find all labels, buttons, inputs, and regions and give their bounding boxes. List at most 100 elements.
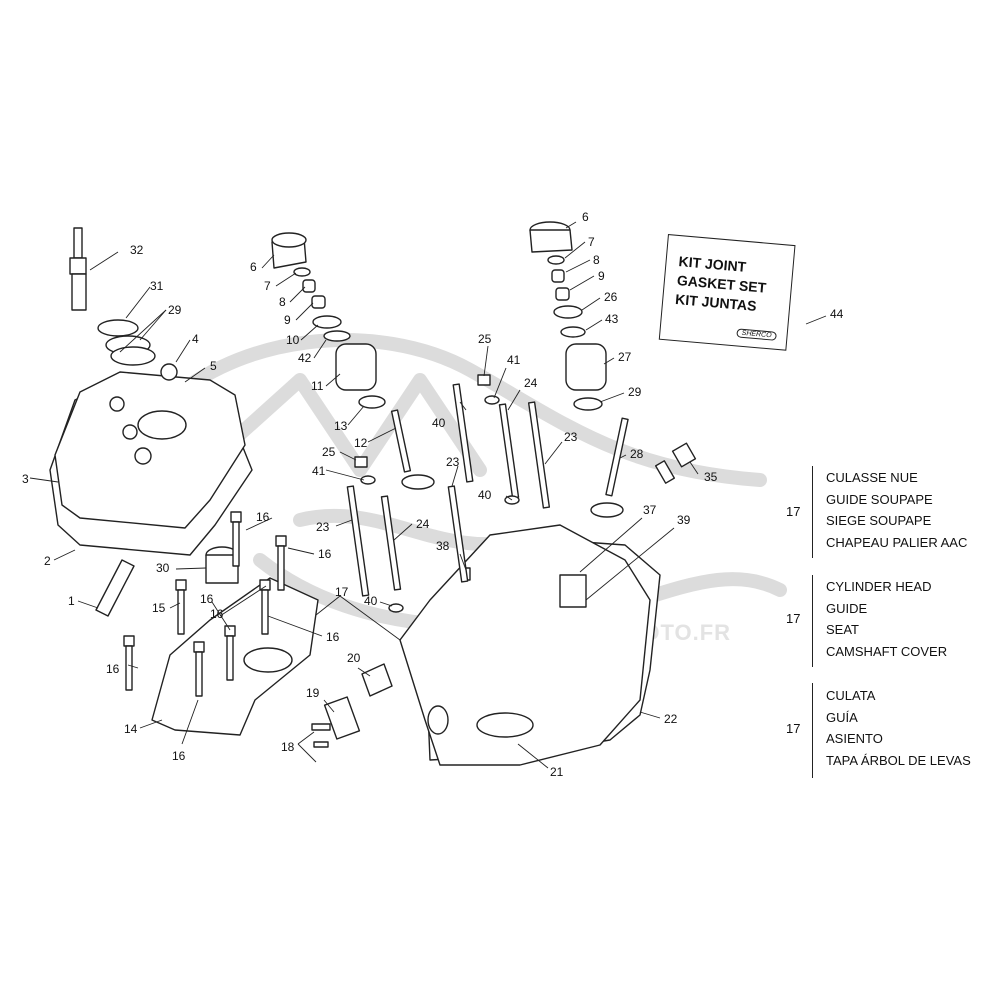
callout-36: 37 bbox=[643, 503, 657, 517]
legend-line: TAPA ÁRBOL DE LEVAS bbox=[826, 752, 971, 768]
legend-line: SIEGE SOUPAPE bbox=[826, 513, 932, 528]
exhaust-port bbox=[476, 712, 534, 738]
legend-french: 17 CULASSE NUE GUIDE SOUPAPE SIEGE SOUPA… bbox=[780, 466, 980, 558]
callout-40: 40 bbox=[432, 416, 446, 430]
callout-19: 19 bbox=[306, 686, 320, 700]
chain-tensioner bbox=[311, 663, 393, 748]
legend-number: 17 bbox=[786, 611, 801, 626]
callout-10: 10 bbox=[286, 333, 300, 347]
callout-1: 1 bbox=[68, 594, 75, 608]
callout-12: 12 bbox=[354, 436, 368, 450]
legend-line: CULASSE NUE bbox=[826, 470, 918, 485]
cover-plug-hole bbox=[137, 410, 187, 440]
callout-44: 44 bbox=[830, 307, 844, 321]
callout-7-left: 7 bbox=[264, 279, 271, 293]
callout-39-right: 40 bbox=[478, 488, 492, 502]
callout-27: 27 bbox=[618, 350, 632, 364]
callout-21: 21 bbox=[550, 765, 564, 779]
callout-35: 35 bbox=[704, 470, 718, 484]
gasket-kit-label: KIT JOINT GASKET SET KIT JUNTAS SHERCO bbox=[658, 234, 796, 351]
cylinder-head bbox=[399, 524, 651, 766]
callout-26: 26 bbox=[604, 290, 618, 304]
legend-number: 17 bbox=[786, 721, 801, 736]
legend-bracket bbox=[812, 683, 813, 778]
callout-42: 42 bbox=[298, 351, 312, 365]
valve-guide-boss bbox=[559, 574, 587, 608]
right-valve-train bbox=[529, 221, 629, 518]
callout-33: 32 bbox=[130, 243, 144, 257]
callout-6-right: 6 bbox=[582, 210, 589, 224]
callout-18: 18 bbox=[281, 740, 295, 754]
callout-9-left: 9 bbox=[284, 313, 291, 327]
callout-16-g: 16 bbox=[172, 749, 186, 763]
temperature-sensor bbox=[654, 442, 697, 484]
legend-line: GUIDE SOUPAPE bbox=[826, 491, 933, 507]
studs-and-nuts bbox=[346, 374, 551, 613]
callout-31: 30 bbox=[156, 561, 170, 575]
camshaft-cover bbox=[151, 577, 319, 736]
legend-line: CULATA bbox=[826, 688, 876, 703]
legend-bracket bbox=[812, 575, 813, 667]
callout-11: 11 bbox=[311, 379, 324, 393]
callout-29: 29 bbox=[628, 385, 642, 399]
callout-3: 3 bbox=[22, 472, 29, 486]
callout-20: 20 bbox=[347, 651, 361, 665]
legend-line: ASIENTO bbox=[826, 731, 883, 746]
callout-28: 28 bbox=[630, 447, 644, 461]
callout-22: 22 bbox=[664, 712, 678, 726]
cover-bolt-d bbox=[134, 447, 152, 465]
callout-37: 38 bbox=[436, 539, 450, 553]
legend-line: GUÍA bbox=[826, 709, 858, 725]
callout-41-left: 41 bbox=[312, 464, 326, 478]
callout-41-right: 41 bbox=[507, 353, 521, 367]
legend-lines: CYLINDER HEAD GUIDE SEAT CAMSHAFT COVER bbox=[826, 576, 947, 662]
callout-38: 39 bbox=[677, 513, 691, 527]
callout-13: 13 bbox=[334, 419, 348, 433]
legend-number: 17 bbox=[786, 504, 801, 519]
seal-30b bbox=[110, 346, 156, 366]
legend-lines: CULASSE NUE GUIDE SOUPAPE SIEGE SOUPAPE … bbox=[826, 467, 967, 553]
head-side-port bbox=[427, 705, 449, 735]
spark-plug bbox=[69, 227, 87, 311]
legend-line: GUIDE bbox=[826, 600, 868, 616]
callout-24-right: 24 bbox=[524, 376, 538, 390]
gasket-32 bbox=[97, 319, 139, 337]
left-valve-train bbox=[271, 232, 435, 490]
callout-24-left: 24 bbox=[416, 517, 430, 531]
callout-16-e: 16 bbox=[326, 630, 340, 644]
callout-39-left: 40 bbox=[364, 594, 378, 608]
callout-5: 5 bbox=[210, 359, 217, 373]
callout-2: 2 bbox=[44, 554, 51, 568]
leader-lines bbox=[29, 221, 827, 769]
legend-bracket bbox=[812, 466, 813, 558]
callout-23-left: 23 bbox=[316, 520, 330, 534]
callout-numbers: 32 31 29 4 5 3 2 1 6 7 8 9 10 42 11 13 1… bbox=[22, 210, 844, 779]
plate-1 bbox=[95, 559, 135, 617]
callout-4: 4 bbox=[192, 332, 199, 346]
callout-43: 43 bbox=[605, 312, 619, 326]
legend-line: CAMSHAFT COVER bbox=[826, 643, 948, 659]
callout-17-diagram: 17 bbox=[335, 585, 349, 599]
callout-16-c: 16 bbox=[200, 592, 214, 606]
callout-7-right: 7 bbox=[588, 235, 595, 249]
callout-8-right: 8 bbox=[593, 253, 600, 267]
legend-line: CHAPEAU PALIER AAC bbox=[826, 534, 968, 550]
callout-8-left: 8 bbox=[279, 295, 286, 309]
legend-line: CYLINDER HEAD bbox=[826, 579, 932, 594]
callout-14: 14 bbox=[124, 722, 138, 736]
callout-16-a: 16 bbox=[256, 510, 270, 524]
callout-16-b: 16 bbox=[318, 547, 332, 561]
legend-lines: CULATA GUÍA ASIENTO TAPA ÁRBOL DE LEVAS bbox=[826, 685, 971, 771]
cover-bolt-a bbox=[109, 396, 125, 412]
callout-23-mid: 23 bbox=[446, 455, 460, 469]
legend-spanish: 17 CULATA GUÍA ASIENTO TAPA ÁRBOL DE LEV… bbox=[780, 683, 980, 778]
callout-25-left: 25 bbox=[322, 445, 336, 459]
legend-line: SEAT bbox=[826, 622, 859, 637]
callout-23-right: 23 bbox=[564, 430, 578, 444]
legend-english: 17 CYLINDER HEAD GUIDE SEAT CAMSHAFT COV… bbox=[780, 575, 980, 667]
callout-25-right: 25 bbox=[478, 332, 492, 346]
callout-32: 31 bbox=[150, 279, 164, 293]
callout-30: 29 bbox=[168, 303, 182, 317]
callout-15: 15 bbox=[152, 601, 166, 615]
